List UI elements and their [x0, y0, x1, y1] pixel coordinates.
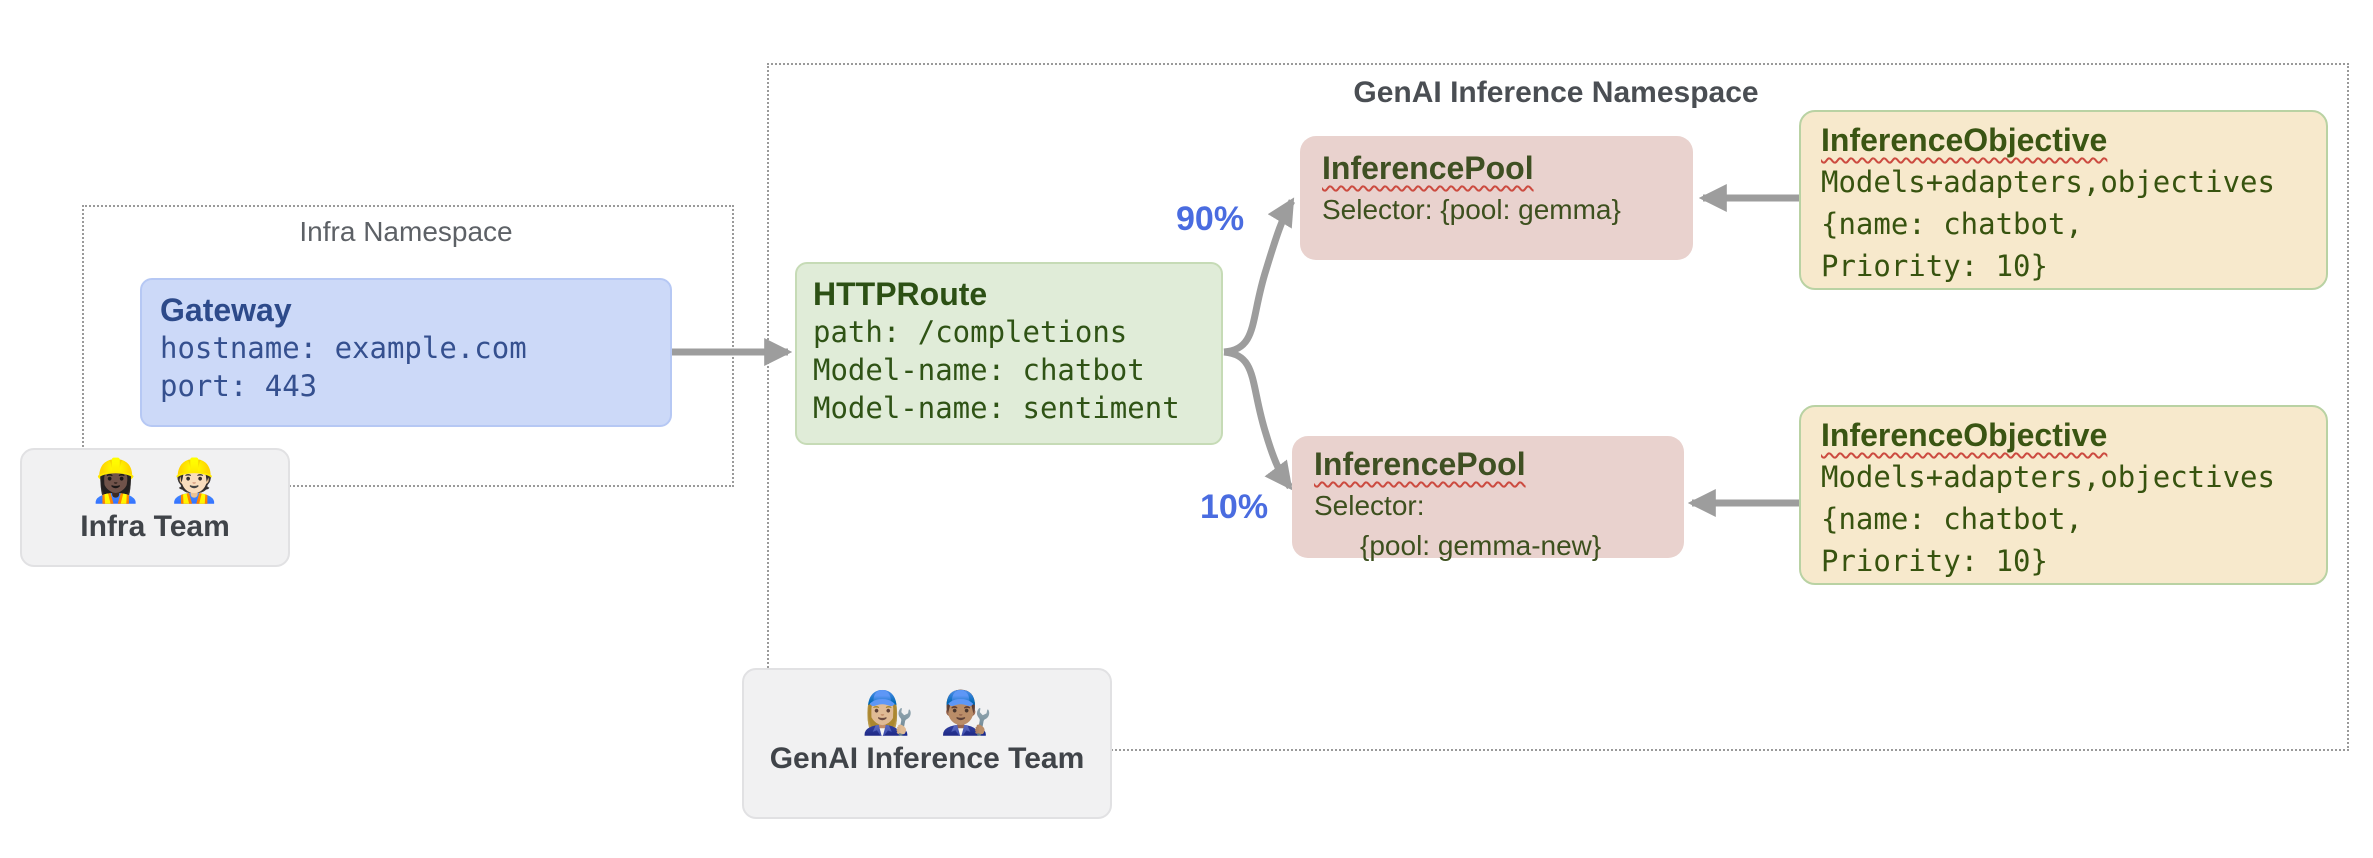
inference-pool-bottom-selector-label: Selector:	[1314, 489, 1425, 521]
infra-team-card: 👷🏿‍♀️ 👷🏻 Infra Team	[20, 448, 290, 567]
httproute-model-chatbot: Model-name: chatbot	[813, 352, 1145, 387]
inference-pool-bottom-selector-value: {pool: gemma-new}	[1360, 529, 1602, 561]
inference-objective-top-line2: {name: chatbot,	[1821, 206, 2083, 241]
httproute-title: HTTPRoute	[813, 276, 988, 312]
httproute-node: HTTPRoute path: /completions Model-name:…	[795, 262, 1223, 445]
infra-namespace-box	[82, 205, 734, 487]
mechanic-woman-icon: 👩🏼‍🔧	[861, 689, 914, 736]
arrow-httproute-to-pool-top	[1223, 197, 1296, 356]
inference-pool-bottom-title: InferencePool	[1314, 446, 1526, 482]
gateway-port: port: 443	[160, 368, 318, 403]
genai-namespace-box	[767, 63, 2349, 751]
inference-objective-bottom-title: InferenceObjective	[1821, 417, 2108, 453]
construction-worker-man-icon: 👷🏻	[168, 457, 221, 504]
inference-pool-top-selector: Selector: {pool: gemma}	[1322, 193, 1621, 225]
inference-objective-top-title: InferenceObjective	[1821, 122, 2108, 158]
infra-namespace-title: Infra Namespace	[299, 216, 513, 247]
inference-pool-top-title: InferencePool	[1322, 150, 1534, 186]
inference-objective-top-line1: Models+adapters,objectives	[1821, 164, 2275, 199]
genai-team-card: 👩🏼‍🔧 👨🏽‍🔧 GenAI Inference Team	[742, 668, 1112, 819]
httproute-path: path: /completions	[813, 314, 1128, 349]
gateway-hostname: hostname: example.com	[160, 330, 527, 365]
infra-team-label: Infra Team	[80, 510, 230, 544]
inference-objective-top-node: InferenceObjective Models+adapters,objec…	[1799, 110, 2328, 290]
inference-objective-bottom-line2: {name: chatbot,	[1821, 501, 2083, 536]
genai-namespace-title: GenAI Inference Namespace	[1353, 76, 1759, 109]
genai-team-label: GenAI Inference Team	[769, 742, 1085, 776]
traffic-weight-10: 10%	[1200, 488, 1269, 526]
inference-pool-bottom-node: InferencePool Selector: {pool: gemma-new…	[1292, 436, 1684, 561]
gateway-title: Gateway	[160, 292, 292, 328]
mechanic-man-icon: 👨🏽‍🔧	[940, 689, 993, 736]
genai-team-emojis: 👩🏼‍🔧 👨🏽‍🔧	[861, 689, 993, 736]
inference-objective-bottom-node: InferenceObjective Models+adapters,objec…	[1799, 405, 2328, 585]
inference-pool-top-node: InferencePool Selector: {pool: gemma}	[1300, 136, 1693, 260]
inference-objective-top-line3: Priority: 10}	[1821, 248, 2048, 283]
infra-team-emojis: 👷🏿‍♀️ 👷🏻	[89, 457, 221, 504]
inference-objective-bottom-line1: Models+adapters,objectives	[1821, 459, 2275, 494]
inference-objective-bottom-line3: Priority: 10}	[1821, 543, 2048, 578]
httproute-model-sentiment: Model-name: sentiment	[813, 390, 1180, 425]
traffic-weight-90: 90%	[1176, 200, 1245, 238]
construction-worker-woman-icon: 👷🏿‍♀️	[89, 457, 142, 504]
gateway-node: Gateway hostname: example.com port: 443	[140, 278, 672, 427]
arrow-httproute-to-pool-bottom	[1223, 348, 1293, 491]
